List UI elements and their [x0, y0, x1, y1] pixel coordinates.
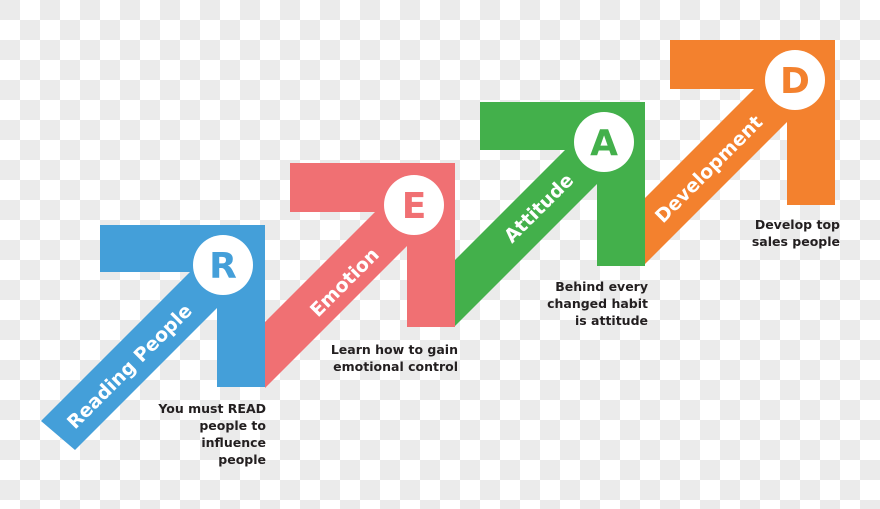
letter-e-badge — [384, 175, 444, 235]
letter-a-badge — [574, 112, 634, 172]
letter-d: D — [780, 61, 810, 102]
caption-line: people to — [199, 418, 266, 433]
caption-line: Develop top — [754, 217, 840, 232]
caption-line: is attitude — [574, 313, 648, 328]
letter-r-badge — [193, 235, 253, 295]
caption-development: Develop top sales people — [752, 216, 840, 250]
caption-line: emotional control — [333, 359, 458, 374]
caption-line: changed habit — [547, 296, 648, 311]
arrow-d-shaft — [645, 56, 787, 264]
step-label-development: Development — [651, 111, 767, 227]
letter-e: E — [402, 186, 427, 227]
caption-line: people — [218, 452, 266, 467]
letter-r: R — [209, 246, 237, 287]
arrow-r-shaft — [41, 245, 217, 450]
arrow-a-shaft — [455, 118, 597, 326]
caption-emotion: Learn how to gain emotional control — [331, 341, 458, 375]
letter-a: A — [590, 123, 618, 164]
letter-d-badge — [765, 50, 825, 110]
caption-line: Learn how to gain — [330, 342, 458, 357]
arrow-e-shaft — [265, 180, 407, 388]
caption-line: sales people — [751, 234, 840, 249]
caption-attitude: Behind every changed habit is attitude — [547, 278, 648, 329]
caption-line: influence — [201, 435, 266, 450]
caption-reading-people: You must READ people to influence people — [158, 400, 266, 468]
caption-line: You must READ — [158, 401, 266, 416]
caption-line: Behind every — [555, 279, 648, 294]
